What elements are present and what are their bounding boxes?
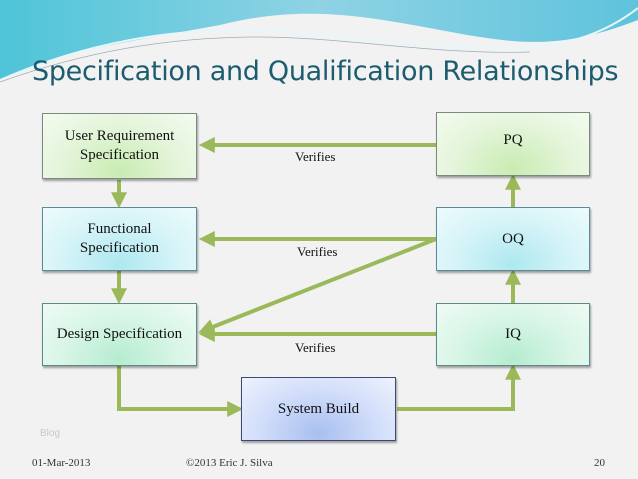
pq-box: PQ — [436, 112, 590, 176]
oq-box: OQ — [436, 207, 590, 271]
box-label: OQ — [502, 230, 524, 247]
watermark: Blog — [40, 428, 61, 439]
header-wave-decoration — [0, 0, 638, 83]
box-label-line1: User Requirement — [64, 128, 175, 144]
slide-title: Specification and Qualification Relation… — [32, 56, 619, 87]
box-label: PQ — [503, 131, 523, 148]
footer-copyright: ©2013 Eric J. Silva — [186, 457, 273, 469]
box-label-line1: Functional — [87, 221, 152, 237]
design-specification-box: Design Specification — [42, 303, 197, 366]
footer-page-number: 20 — [594, 457, 605, 469]
footer-date: 01-Mar-2013 — [32, 457, 91, 469]
system-build-box: System Build — [241, 377, 396, 441]
iq-box: IQ — [436, 303, 590, 366]
verifies-label-pq-urs: Verifies — [295, 149, 336, 164]
box-label: System Build — [277, 400, 360, 417]
box-label: Design Specification — [56, 326, 183, 342]
box-label: IQ — [505, 326, 521, 342]
verifies-label-oq-fs: Verifies — [297, 244, 338, 259]
verifies-label-iq-ds: Verifies — [295, 340, 336, 355]
box-label-line2: Specification — [79, 147, 160, 163]
box-label-line2: Specification — [79, 240, 160, 256]
